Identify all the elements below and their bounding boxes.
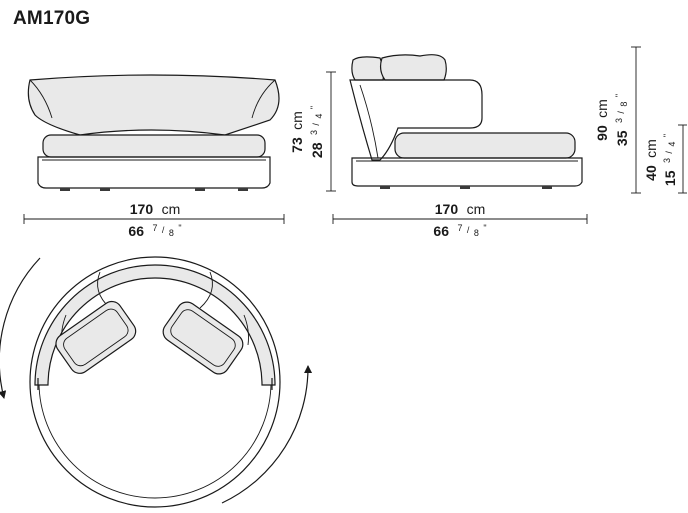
- side-total-height-dimension: 90 cm 35 3 / 8 ": [594, 46, 641, 194]
- side-backrest-contour: [359, 84, 379, 159]
- svg-text:66 7 / 8: 66 7 / 8 ": [128, 218, 181, 240]
- front-base: [37, 156, 271, 189]
- front-width-frac-num: 7: [152, 223, 157, 233]
- svg-text:73 cm: 73 cm: [289, 111, 306, 153]
- front-height-cm-unit: cm: [289, 111, 305, 130]
- top-base-outer: [29, 256, 281, 508]
- rotation-arrow-left-icon: [0, 257, 41, 399]
- front-width-mark: ": [178, 223, 181, 233]
- front-backrest: [27, 74, 280, 136]
- side-seat-height-cm: 40: [643, 165, 659, 181]
- front-seat-cushion: [42, 134, 266, 158]
- front-height-dimension: 73 cm 28 3 / 4 ": [289, 71, 336, 192]
- side-seat-height-in: 15: [662, 170, 678, 186]
- front-width-dimension: 170 cm 66 7 / 8 ": [23, 201, 285, 240]
- front-height-frac-num: 3: [309, 130, 319, 135]
- front-width-in: 66: [128, 223, 144, 239]
- side-backrest: [349, 79, 483, 161]
- svg-text:170 cm: 170 cm: [435, 201, 485, 218]
- svg-text:66 7 / 8: 66 7 / 8 ": [433, 218, 486, 240]
- top-pillow-right: [162, 301, 244, 375]
- svg-text:35 3 / 8: 35 3 / 8 ": [609, 94, 631, 146]
- side-width-cm: 170: [435, 201, 459, 217]
- side-pillow-front: [379, 54, 447, 81]
- svg-text:28 3 / 4: 28 3 / 4 ": [304, 106, 326, 158]
- front-height-in: 28: [309, 142, 325, 158]
- svg-text:40 cm: 40 cm: [643, 139, 660, 181]
- side-width-frac-num: 7: [457, 223, 462, 233]
- top-pillow-left: [55, 300, 137, 374]
- side-seat-height-dimension: 40 cm 15 3 / 4 ": [643, 124, 687, 194]
- side-base: [351, 157, 583, 187]
- side-width-cm-unit: cm: [467, 201, 486, 217]
- front-height-mark: ": [309, 106, 319, 109]
- front-width-cm-unit: cm: [162, 201, 181, 217]
- rotation-arrow-right-icon: [221, 365, 313, 504]
- side-pillow-back: [351, 56, 385, 81]
- svg-text:15 3 / 4: 15 3 / 4 ": [657, 134, 679, 186]
- side-width-frac-den: 8: [474, 228, 479, 238]
- top-backrest-band: [34, 264, 276, 386]
- side-total-height-mark: ": [614, 94, 624, 97]
- front-width-frac-den: 8: [169, 228, 174, 238]
- top-backrest-seam-right: [199, 271, 213, 309]
- front-backrest-left-wing: [29, 79, 53, 119]
- side-total-height-frac-num: 3: [614, 118, 624, 123]
- front-height-cm: 73: [289, 137, 305, 153]
- model-code: AM170G: [13, 8, 91, 29]
- side-seat-height-mark: ": [662, 134, 672, 137]
- front-backrest-right-wing: [251, 79, 276, 119]
- rotation-arrows-icon: [0, 257, 313, 504]
- side-seat-height-frac-den: 4: [667, 142, 677, 147]
- side-seat-cushion: [394, 132, 576, 159]
- side-width-dimension: 170 cm 66 7 / 8 ": [332, 201, 588, 240]
- side-view: [349, 54, 583, 189]
- side-total-height-in: 35: [614, 130, 630, 146]
- svg-text:90 cm: 90 cm: [594, 99, 611, 141]
- side-width-in: 66: [433, 223, 449, 239]
- front-view: [27, 74, 280, 191]
- side-total-height-cm-unit: cm: [594, 99, 610, 118]
- top-view: [29, 256, 281, 508]
- side-seat-height-cm-unit: cm: [643, 139, 659, 158]
- side-seat-height-frac-num: 3: [662, 158, 672, 163]
- side-width-mark: ": [483, 223, 486, 233]
- side-total-height-frac-den: 8: [619, 102, 629, 107]
- front-width-cm: 170: [130, 201, 154, 217]
- svg-text:170 cm: 170 cm: [130, 201, 180, 218]
- side-total-height-cm: 90: [594, 125, 610, 141]
- front-height-frac-den: 4: [314, 114, 324, 119]
